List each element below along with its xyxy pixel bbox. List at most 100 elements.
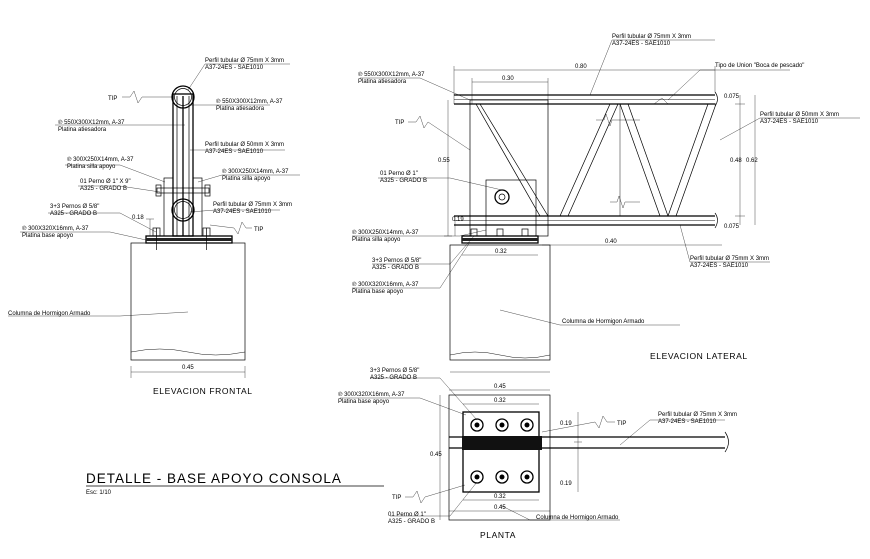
frontal-tube75-spec: A37-24ES - SAE1010: [205, 65, 264, 71]
plan-anchor-bolts: [470, 418, 534, 484]
plan-base-plate: [462, 411, 540, 493]
lateral-bolt1-label: 01 Perno Ø 1": [380, 171, 418, 177]
frontal-plate550b-label: ℗ 550X300X12mm, A-37: [58, 119, 125, 126]
plan-dim-032-top: 0.32: [494, 398, 506, 404]
lateral-bolt-circle-inner: [498, 193, 506, 201]
frontal-anchor-bolts: [152, 227, 211, 250]
lateral-tip-symbol-left: TIP: [395, 115, 471, 151]
frontal-plate300b-label: ℗ 300X250X14mm, A-37: [222, 168, 289, 175]
lateral-plate550-label: ℗ 550X300X12mm, A-37: [358, 71, 425, 78]
lateral-dim-0075-bot: 0.075: [724, 224, 740, 230]
frontal-bolt1-label: 01 Perno Ø 1" X 9": [80, 179, 131, 185]
plan-view: TIP TIP 3+3 Pernos Ø 5/8" A325 - GRADO B…: [338, 368, 737, 540]
lateral-bolts58-spec: A325 - GRADO B: [372, 265, 419, 271]
plan-dim-045-left: 0.45: [430, 452, 442, 458]
frontal-bolt1-spec: A325 - GRADO B: [80, 186, 127, 192]
svg-text:TIP: TIP: [108, 96, 117, 102]
plan-leaders: [340, 377, 725, 521]
plan-dim-032-bot: 0.32: [494, 494, 506, 500]
svg-text:TIP: TIP: [392, 495, 401, 501]
lateral-dim-0075-top: 0.075: [724, 94, 740, 100]
plan-plate320-label: ℗ 300X320X16mm, A-37: [338, 391, 405, 398]
lateral-dim-019: 0.19: [452, 217, 464, 223]
lateral-dim-048: 0.48: [730, 158, 742, 164]
lateral-dim-032: 0.32: [495, 249, 507, 255]
frontal-concrete-column: [130, 242, 246, 361]
lateral-seat-plate: [485, 179, 537, 237]
frontal-elevation: TIP TIP Perfil tubular Ø 75mm X 3mm A37-…: [8, 58, 300, 396]
lateral-base-plate-fill: [462, 238, 538, 241]
frontal-top-tube-inner: [174, 88, 192, 106]
lateral-top-chord: [454, 91, 718, 107]
plan-tube: [449, 431, 729, 453]
frontal-plate550-name: Platina atiesadora: [216, 106, 265, 112]
frontal-tube50-label: Perfil tubular Ø 50mm X 3mm: [205, 142, 284, 148]
plan-tip-symbol-left: TIP: [392, 484, 466, 504]
frontal-tip-symbol-top: TIP: [108, 90, 172, 104]
plan-plate320-name: Platina base apoyo: [338, 399, 390, 405]
frontal-bottom-tube: [171, 198, 195, 222]
frontal-dim-018: 0.18: [132, 215, 144, 221]
plan-dim-045-top: 0.45: [494, 384, 506, 390]
plan-bolt1-spec: A325 - GRADO B: [388, 519, 435, 525]
plan-bolt1-label: 01 Perno Ø 1": [388, 512, 426, 518]
frontal-plate320-label: ℗ 300X320X16mm, A-37: [22, 225, 89, 232]
lateral-plate300-name: Platina silla apoyo: [352, 237, 401, 243]
plan-tube75-spec: A37-24ES - SAE1010: [658, 419, 717, 425]
lateral-leaders: [352, 39, 860, 326]
lateral-weld-symbol-mid: [596, 97, 669, 209]
svg-text:TIP: TIP: [254, 227, 263, 233]
svg-text:TIP: TIP: [617, 421, 626, 427]
plan-dim-045-bot: 0.45: [494, 505, 506, 511]
lateral-tube75b-label: Perfil tubular Ø 75mm X 3mm: [690, 256, 769, 262]
lateral-dim-030: 0.30: [502, 76, 514, 82]
plan-tube75-label: Perfil tubular Ø 75mm X 3mm: [658, 412, 737, 418]
frontal-tube75-label: Perfil tubular Ø 75mm X 3mm: [205, 58, 284, 64]
frontal-bottom-tube-inner: [174, 201, 192, 219]
plan-concrete-column: [448, 394, 551, 521]
lateral-bolt1-spec: A325 - GRADO B: [380, 178, 427, 184]
plan-bolts58-spec: A325 - GRADO B: [370, 375, 417, 381]
lateral-anchor-bolts: [470, 228, 529, 237]
lateral-view-title: ELEVACION LATERAL: [650, 351, 748, 361]
lateral-plate550-name: Platina atiesadora: [358, 79, 407, 85]
frontal-seat-plate-right: [192, 177, 203, 237]
frontal-plate300a-name: Platina silla apoyo: [67, 164, 116, 170]
lateral-union-label: Tipo de Union "Boca de pescado": [715, 63, 804, 69]
frontal-plate300b-name: Platina silla apoyo: [222, 176, 271, 182]
plan-bolts58-label: 3+3 Pernos Ø 5/8": [370, 368, 419, 374]
lateral-column-break-line: [449, 351, 551, 359]
lateral-bolt-circle: [494, 189, 510, 205]
frontal-tube75b-label: Perfil tubular Ø 75mm X 3mm: [213, 202, 292, 208]
lateral-bolts58-label: 3+3 Pernos Ø 5/8": [372, 258, 421, 264]
lateral-elevation: TIP: [352, 34, 860, 373]
frontal-plate320-name: Platina base apoyo: [22, 233, 74, 239]
lateral-plate300-label: ℗ 300X250X14mm, A-37: [352, 229, 419, 236]
lateral-concrete-column: [449, 244, 551, 361]
lateral-dim-040: 0.40: [605, 239, 617, 245]
frontal-bolts58-label: 3+3 Pernos Ø 5/8": [50, 204, 99, 210]
frontal-plate550-label: ℗ 550X300X12mm, A-37: [216, 98, 283, 105]
lateral-dim-080: 0.80: [575, 64, 587, 70]
lateral-tube50-spec: A37-24ES - SAE1010: [760, 119, 819, 125]
lateral-plate320-name: Platina base apoyo: [352, 289, 404, 295]
plan-view-title: PLANTA: [480, 530, 516, 540]
title-block: DETALLE - BASE APOYO CONSOLA Esc: 1/10: [86, 471, 384, 496]
plan-dim-019-a: 0.19: [560, 421, 572, 427]
frontal-bolts58-spec: A325 - GRADO B: [50, 211, 97, 217]
frontal-tip-symbol-right: TIP: [209, 221, 263, 235]
lateral-tube75-label: Perfil tubular Ø 75mm X 3mm: [612, 34, 691, 40]
drawing-scale: Esc: 1/10: [86, 490, 112, 496]
lateral-dim-055: 0.55: [438, 158, 450, 164]
lateral-tube75-spec: A37-24ES - SAE1010: [612, 41, 671, 47]
frontal-base-plate-fill: [146, 238, 232, 241]
lateral-plate320-label: ℗ 300X320X16mm, A-37: [352, 281, 419, 288]
plan-dim-019-b: 0.19: [560, 481, 572, 487]
lateral-bottom-chord: [454, 212, 718, 229]
svg-text:TIP: TIP: [395, 120, 404, 126]
plan-column-label: Columna de Hormigon Armado: [536, 515, 619, 521]
frontal-column-break-line: [130, 348, 246, 356]
frontal-leaders: [8, 63, 300, 378]
frontal-plate300a-label: ℗ 300X250X14mm, A-37: [67, 156, 134, 163]
